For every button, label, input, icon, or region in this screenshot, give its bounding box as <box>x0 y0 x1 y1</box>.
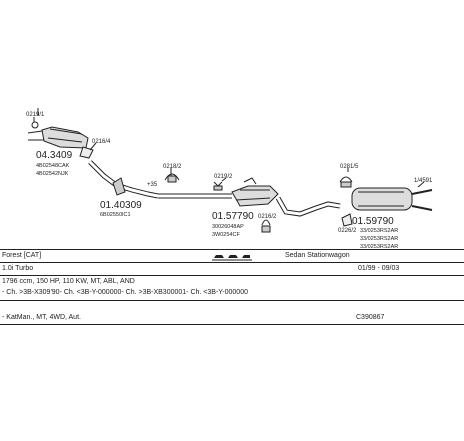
hanger-1 <box>164 173 180 183</box>
h1-code-label: 0218/2 <box>163 164 182 170</box>
table-rule-1 <box>0 262 464 263</box>
p3-number-label: 01.57790 <box>212 211 254 222</box>
model-cell: Forest [CAT] <box>2 252 42 259</box>
p4-oem3-label: 33/0253RS2AR <box>360 244 398 250</box>
p1-oem2-label: 4B02542NJK <box>36 171 69 177</box>
p4-oem2-label: 33/0253RS2AR <box>360 236 398 242</box>
hanger-2 <box>213 181 223 191</box>
h3-code-label: 0216/2 <box>258 214 277 220</box>
hanger-4 <box>339 176 353 188</box>
spec-cell: 1796 ccm, 150 HP, 110 KW, MT, ABL, AND <box>2 278 135 285</box>
engine-cell: 1.0i Turbo <box>2 265 34 272</box>
plus-35-label: +35 <box>147 182 158 188</box>
table-rule-3 <box>0 300 464 301</box>
front-pipe <box>88 160 159 199</box>
car-icons <box>212 251 252 265</box>
p3-oem1-label: 30026048AP <box>212 224 244 230</box>
years-cell: 01/99 - 09/03 <box>358 265 400 272</box>
g4-code-label: 0226/2 <box>338 228 357 234</box>
body-cell: Sedan Stationwagon <box>285 252 350 259</box>
p4-number-label: 01.59790 <box>352 216 394 227</box>
tail-code-label: 1/4591 <box>414 178 433 184</box>
p4-oem1-label: 33/0253RS2AR <box>360 228 398 234</box>
p3-oem2-label: 3W0254CF <box>212 232 240 238</box>
table-rule-2 <box>0 275 464 276</box>
exhaust-system-diagram: 0219/1 04.3409 4B02548CAK 4B02542NJK 021… <box>26 108 433 250</box>
p1-number-label: 04.3409 <box>36 150 73 161</box>
vin-cell: - Ch. >3B-X309'90- Ch. <3B-Y-000000- Ch.… <box>2 289 248 296</box>
code-cell: C390867 <box>356 314 385 321</box>
rear-silencer <box>351 187 433 211</box>
h2-code-label: 0219/2 <box>214 174 233 180</box>
table-bottom-rule <box>0 324 464 325</box>
g1-code-label: 0216/4 <box>92 139 111 145</box>
note-cell: - KatMan., MT, 4WD, Aut. <box>2 314 81 321</box>
table-top-rule <box>0 249 464 250</box>
rear-pipe <box>275 196 341 217</box>
middle-silencer <box>231 177 279 207</box>
p2-number-label: 01.40309 <box>100 200 142 211</box>
gasket-4 <box>341 213 353 227</box>
h4-code-label: 0281/5 <box>340 164 359 170</box>
p1-code-label: 0219/1 <box>26 112 45 118</box>
p2-oem-label: 6B02550IC1 <box>100 212 131 218</box>
hanger-3 <box>261 219 271 233</box>
p1-oem1-label: 4B02548CAK <box>36 163 70 169</box>
catalytic-converter <box>27 117 89 149</box>
